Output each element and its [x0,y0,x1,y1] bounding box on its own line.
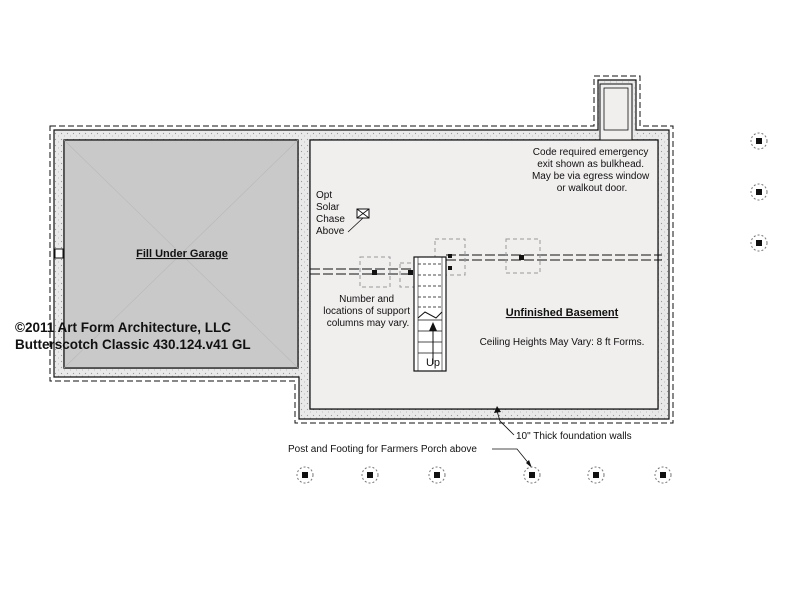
footing-outline [49,75,674,424]
foundation-note: 10" Thick foundation walls [516,431,632,442]
support-column-icon [448,266,452,270]
support-column-icon [448,254,452,258]
copyright-line-2: Butterscotch Classic 430.124.v41 GL [15,337,251,352]
ceiling-note: Ceiling Heights May Vary: 8 ft Forms. [480,337,645,348]
porch-note: Post and Footing for Farmers Porch above [288,444,477,455]
post-footing-icon [587,466,605,484]
copyright-line-1: ©2011 Art Form Architecture, LLC [15,320,231,335]
stairs: Up [413,256,447,372]
post-footing-icon [654,466,672,484]
foundation-leader [496,410,515,436]
egress-note: Code required emergency exit shown as bu… [532,147,652,194]
post-footing-icon [428,466,446,484]
arrow-up-icon [429,322,437,331]
garage-vent [54,248,64,259]
post-footing-icon [750,234,768,252]
column-footprint [505,238,541,274]
solar-chase-note: Opt Solar Chase Above [316,190,348,237]
solar-chase-icon [356,208,370,219]
post-footing-icon [750,132,768,150]
footings-group [296,132,768,484]
solar-leader [347,217,364,233]
post-footing-icon [750,183,768,201]
basement-label: Unfinished Basement [506,307,619,319]
post-footing-icon [523,466,541,484]
columns-note: Number and locations of support columns … [323,294,413,329]
post-footing-icon [361,466,379,484]
support-column-icon [519,255,524,260]
bulkhead [599,83,633,141]
stairs-label: Up [426,357,440,369]
garage-label: Fill Under Garage [136,248,228,260]
column-footprint [359,256,391,288]
post-footing-icon [296,466,314,484]
support-column-icon [408,270,413,275]
porch-leader [492,448,531,466]
support-column-icon [372,270,377,275]
